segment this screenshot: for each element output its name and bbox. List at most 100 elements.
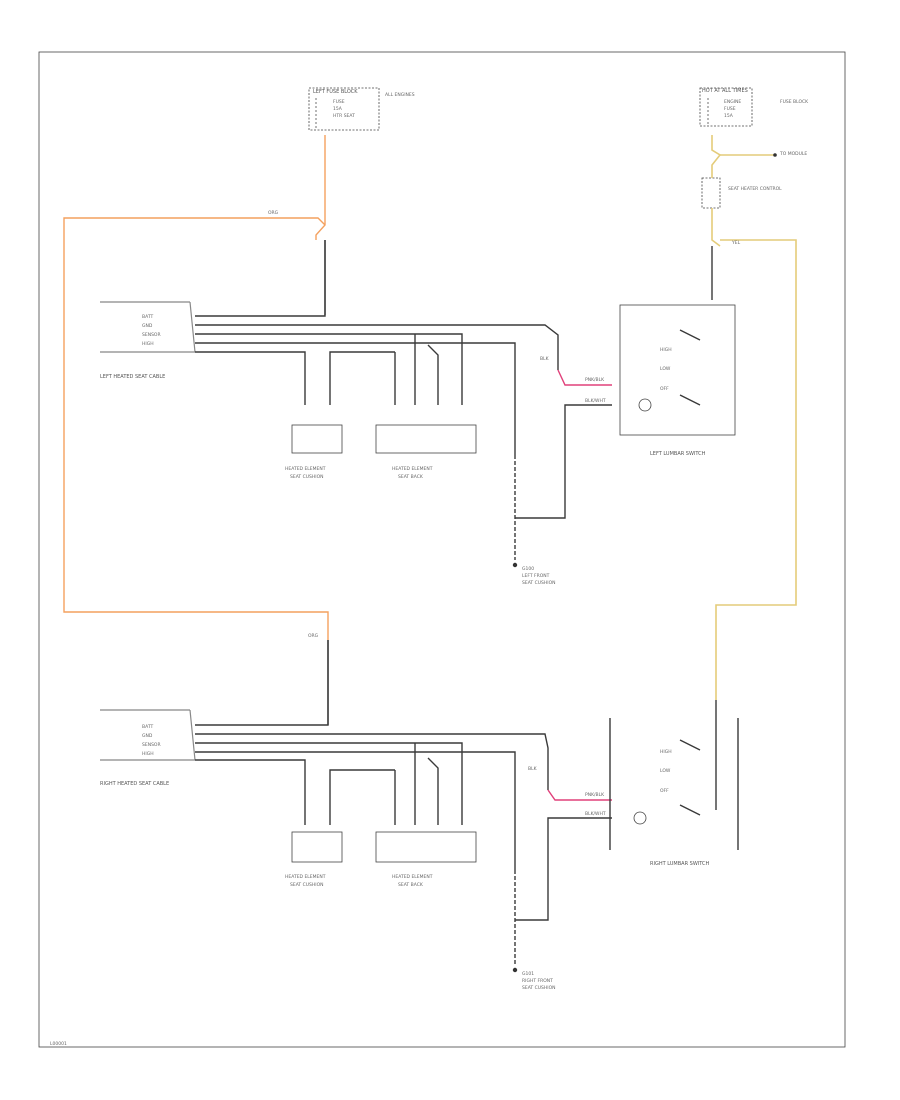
- right-cable-title: RIGHT HEATED SEAT CABLE: [100, 781, 169, 787]
- right-pink-label: PNK/BLK: [585, 792, 605, 798]
- yellow-wire-label: YEL: [731, 240, 741, 246]
- right-blk-label: BLK: [528, 766, 538, 772]
- right-element-b-box: [375, 831, 477, 863]
- right-cable-edge-right: [189, 709, 196, 761]
- right-ground-symbol: [512, 967, 518, 973]
- right-element-b-line-1: HEATED ELEMENT: [392, 874, 433, 880]
- left-cable-edge-right: [189, 301, 196, 353]
- left-element-a-line-1: HEATED ELEMENT: [285, 466, 326, 472]
- left-blk-label: BLK: [540, 356, 550, 362]
- fuse-block-outline: [308, 87, 380, 131]
- left-blk2-label: BLK/WHT: [585, 398, 606, 404]
- right-element-a-line-2: SEAT CUSHION: [290, 882, 324, 888]
- right-ground-line-3: SEAT CUSHION: [522, 985, 556, 991]
- right-blk2-label: BLK/WHT: [585, 811, 606, 817]
- left-bus-5: [195, 351, 306, 405]
- left-element-b-line-2: SEAT BACK: [398, 474, 424, 480]
- left-bus-3: [195, 333, 463, 405]
- right-element-b: HEATED ELEMENT SEAT BACK: [375, 831, 477, 888]
- right-switch-indicator: [633, 811, 647, 825]
- right-bus-9: [427, 757, 439, 825]
- hot-box-line-1: ENGINE: [724, 99, 741, 105]
- right-switch-pin-2: LOW: [660, 768, 671, 774]
- page-id: L00001: [50, 1041, 67, 1047]
- diagram-frame: [38, 51, 846, 1048]
- fuse-block-line-2: 15A: [333, 106, 343, 112]
- orange-wire-top-drop: [315, 135, 326, 240]
- right-bus-6: [329, 769, 395, 825]
- left-bus-6: [329, 351, 395, 405]
- right-switch-pin-1: HIGH: [660, 749, 672, 755]
- right-bus-3: [195, 742, 463, 825]
- left-switch-indicator: [638, 398, 652, 412]
- right-cable-pin-1: BATT: [142, 724, 153, 730]
- left-switch-contact-1: [679, 329, 701, 341]
- left-cable-pin-3: SENSOR: [142, 332, 161, 338]
- hot-box-line-2: FUSE: [724, 106, 736, 112]
- right-element-b-line-2: SEAT BACK: [398, 882, 424, 888]
- fuse-block-line-3: HTR SEAT: [333, 113, 355, 119]
- right-cable-pin-3: SENSOR: [142, 742, 161, 748]
- right-seat-cable: BATT GND SENSOR HIGH RIGHT HEATED SEAT C…: [100, 709, 196, 787]
- right-switch-ground-wire: [515, 817, 612, 921]
- to-module-connector: [773, 153, 777, 157]
- right-lumbar-switch: HIGH LOW OFF RIGHT LUMBAR SWITCH: [609, 700, 739, 867]
- left-seat-cable: BATT GND SENSOR HIGH LEFT HEATED SEAT CA…: [100, 301, 196, 380]
- hot-box-side: FUSE BLOCK: [780, 99, 809, 105]
- left-element-b-line-1: HEATED ELEMENT: [392, 466, 433, 472]
- left-cable-pin-2: GND: [142, 323, 153, 329]
- right-cable-pin-2: GND: [142, 733, 153, 739]
- mid-connector-label: SEAT HEATER CONTROL: [728, 186, 782, 192]
- right-element-a-box: [291, 831, 343, 863]
- left-switch-ground-wire: [515, 404, 612, 519]
- hot-box-line-3: 15A: [724, 113, 734, 119]
- left-switch-pin-3: OFF: [660, 386, 669, 392]
- right-ground-line-1: G101: [522, 971, 534, 977]
- left-pink-label: PNK/BLK: [585, 377, 605, 383]
- left-bus-4: [195, 342, 516, 455]
- hot-box-title: HOT AT ALL TIMES: [702, 88, 748, 94]
- right-ground-line-2: RIGHT FRONT: [522, 978, 553, 984]
- left-ground-line-1: G100: [522, 566, 534, 572]
- right-element-a-line-1: HEATED ELEMENT: [285, 874, 326, 880]
- to-module-label: TO MODULE: [779, 151, 807, 157]
- yellow-wire-loop: [715, 239, 797, 700]
- left-element-b: HEATED ELEMENT SEAT BACK: [375, 424, 477, 480]
- left-switch-pin-1: HIGH: [660, 347, 672, 353]
- right-bus-4: [195, 751, 516, 870]
- fuse-block: LEFT FUSE BLOCK FUSE 15A HTR SEAT ALL EN…: [308, 87, 415, 131]
- hot-box-outline: [699, 87, 753, 127]
- left-ground-line-3: SEAT CUSHION: [522, 580, 556, 586]
- yellow-wire-switch-feed: [711, 208, 721, 247]
- left-switch-contact-2: [679, 394, 701, 406]
- left-switch-pin-2: LOW: [660, 366, 671, 372]
- left-cable-title: LEFT HEATED SEAT CABLE: [100, 374, 165, 380]
- hot-box: HOT AT ALL TIMES ENGINE FUSE 15A FUSE BL…: [699, 87, 809, 127]
- fuse-block-side: ALL ENGINES: [385, 92, 415, 98]
- right-element-a: HEATED ELEMENT SEAT CUSHION: [285, 831, 343, 888]
- left-cable-pin-1: BATT: [142, 314, 153, 320]
- left-bus-9: [427, 344, 439, 405]
- right-switch-pin-3: OFF: [660, 788, 669, 794]
- fuse-block-title: LEFT FUSE BLOCK: [313, 89, 358, 95]
- right-cable-pin-4: HIGH: [142, 751, 154, 757]
- right-bus-5: [195, 759, 306, 825]
- left-element-a-line-2: SEAT CUSHION: [290, 474, 324, 480]
- left-element-a-box: [291, 424, 343, 454]
- yellow-wire-top: [711, 135, 722, 178]
- orange-wire-label-mid: ORG: [308, 633, 319, 639]
- left-bus-2: [195, 324, 559, 370]
- right-pink-wire: [547, 789, 612, 801]
- left-bus-1: [195, 240, 326, 317]
- left-element-a: HEATED ELEMENT SEAT CUSHION: [285, 424, 343, 480]
- left-switch-box: [619, 304, 736, 436]
- left-cable-pin-4: HIGH: [142, 341, 154, 347]
- right-switch-contact-2: [679, 804, 701, 816]
- orange-wire-loop: [63, 217, 329, 640]
- left-pink-wire: [557, 369, 612, 386]
- left-ground-symbol: [512, 562, 518, 568]
- mid-connector-outline: [701, 177, 721, 209]
- orange-wire-label-top: ORG: [268, 210, 279, 216]
- right-switch-contact-1: [679, 739, 701, 751]
